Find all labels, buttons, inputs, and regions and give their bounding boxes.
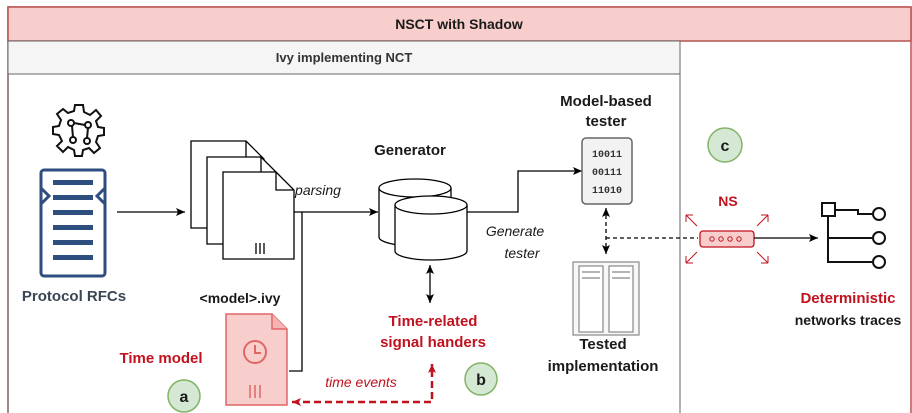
- svg-text:c: c: [721, 138, 730, 155]
- badge-a: a: [167, 379, 201, 413]
- inner-container: Ivy implementing NCT: [7, 40, 681, 413]
- generate-label-line2: tester: [504, 245, 540, 261]
- svg-text:a: a: [180, 389, 189, 406]
- time-events-label: time events: [325, 374, 397, 390]
- traces-tree-icon: [821, 202, 886, 269]
- generator-label: Generator: [374, 142, 446, 159]
- tester-label-line1: Model-based: [560, 93, 652, 110]
- rfc-document-icon: [39, 168, 107, 278]
- tester-label-line2: tester: [586, 113, 627, 130]
- traces-label-line2: networks traces: [795, 312, 902, 328]
- tested-label-line2: implementation: [548, 358, 659, 375]
- inner-title: Ivy implementing NCT: [276, 50, 413, 65]
- protocol-rfcs-label: Protocol RFCs: [22, 288, 126, 305]
- outer-header: [7, 6, 912, 42]
- model-file-label: <model>.ivy: [200, 290, 281, 306]
- generate-tester-arrow: [467, 167, 582, 213]
- network-gear-icon: [52, 104, 105, 157]
- badge-b: b: [464, 362, 498, 396]
- generator-database-icon: [378, 178, 468, 261]
- time-model-icon: [225, 313, 288, 406]
- svg-text:b: b: [476, 372, 486, 389]
- parsing-label: parsing: [294, 182, 341, 198]
- time-model-label: Time model: [119, 350, 202, 367]
- svg-text:00111: 00111: [592, 168, 622, 179]
- svg-text:10011: 10011: [592, 150, 622, 161]
- time-events-arrow: [292, 364, 436, 406]
- ns-label: NS: [718, 193, 737, 209]
- signal-handlers-label-line1: Time-related: [389, 313, 478, 330]
- inner-header: [7, 40, 681, 75]
- traces-label-line1: Deterministic: [800, 290, 895, 307]
- svg-text:11010: 11010: [592, 186, 622, 197]
- generate-label-line1: Generate: [486, 223, 545, 239]
- binary-tester-icon: 10011 00111 11010: [581, 137, 633, 205]
- model-files-icon: [190, 140, 295, 260]
- ns-router-icon: [685, 214, 769, 264]
- badge-c: c: [707, 127, 743, 163]
- tested-label-line1: Tested: [579, 336, 626, 353]
- outer-title: NSCT with Shadow: [395, 16, 523, 32]
- outer-container: NSCT with Shadow: [7, 6, 912, 413]
- signal-handlers-label-line2: signal handers: [380, 334, 486, 351]
- server-icon: [572, 261, 640, 336]
